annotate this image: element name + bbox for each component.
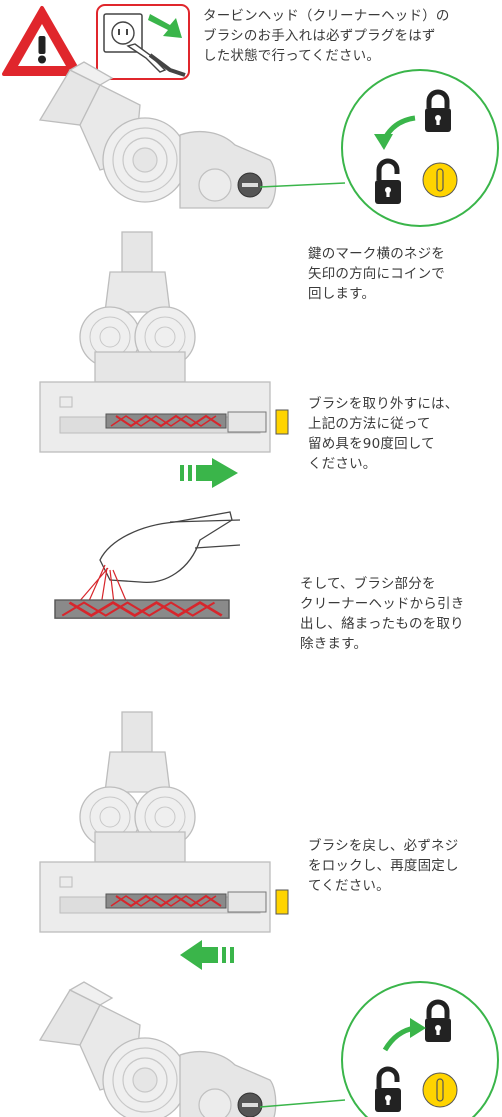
hand-cleaning-brush <box>53 511 241 620</box>
step-line: ブラシを取り外すには、 <box>308 396 459 412</box>
warning-triangle-icon <box>2 6 82 76</box>
step-line: をロックし、再度固定し <box>308 858 459 874</box>
step-line: 矢印の方向にコインで <box>308 266 445 282</box>
zoom-circle-lock <box>341 981 499 1117</box>
head-side-view-2 <box>39 981 346 1117</box>
head-side-view-1 <box>39 61 346 209</box>
arrow-left-icon <box>180 940 234 970</box>
warning-line: した状態で行ってください。 <box>203 48 381 64</box>
unplug-icon <box>96 4 190 80</box>
step-line: 除きます。 <box>300 636 368 652</box>
arrow-right-icon <box>180 458 238 488</box>
head-front-view-insert <box>39 711 289 970</box>
step-line: てください。 <box>308 878 390 894</box>
step-line: 鍵のマーク横のネジを <box>308 246 445 262</box>
step-line: 出し、絡まったものを取り <box>300 616 464 632</box>
step-line: ブラシを戻し、必ずネジ <box>308 838 459 854</box>
warning-line: ブラシのお手入れは必ずプラグをはず <box>203 28 436 44</box>
step-2-text: ブラシを取り外すには、 上記の方法に従って 留め具を90度回して ください。 <box>308 394 458 474</box>
step-1-text: 鍵のマーク横のネジを 矢印の方向にコインで 回します。 <box>308 244 445 304</box>
step-4-text: ブラシを戻し、必ずネジ をロックし、再度固定し てください。 <box>308 836 459 896</box>
step-line: 留め具を90度回して <box>308 436 435 452</box>
step-line: そして、ブラシ部分を <box>300 576 436 592</box>
step-line: クリーナーヘッドから引き <box>300 596 465 612</box>
step-line: 上記の方法に従って <box>308 416 431 432</box>
step-line: 回します。 <box>308 286 376 302</box>
step-3-text: そして、ブラシ部分を クリーナーヘッドから引き 出し、絡まったものを取り 除きま… <box>300 574 464 654</box>
head-front-view-remove <box>39 231 289 488</box>
warning-line: タービンヘッド（クリーナーヘッド）の <box>203 8 450 24</box>
warning-text: タービンヘッド（クリーナーヘッド）の ブラシのお手入れは必ずプラグをはず した状… <box>203 6 450 66</box>
zoom-circle-unlock <box>341 69 499 227</box>
step-line: ください。 <box>308 456 377 472</box>
